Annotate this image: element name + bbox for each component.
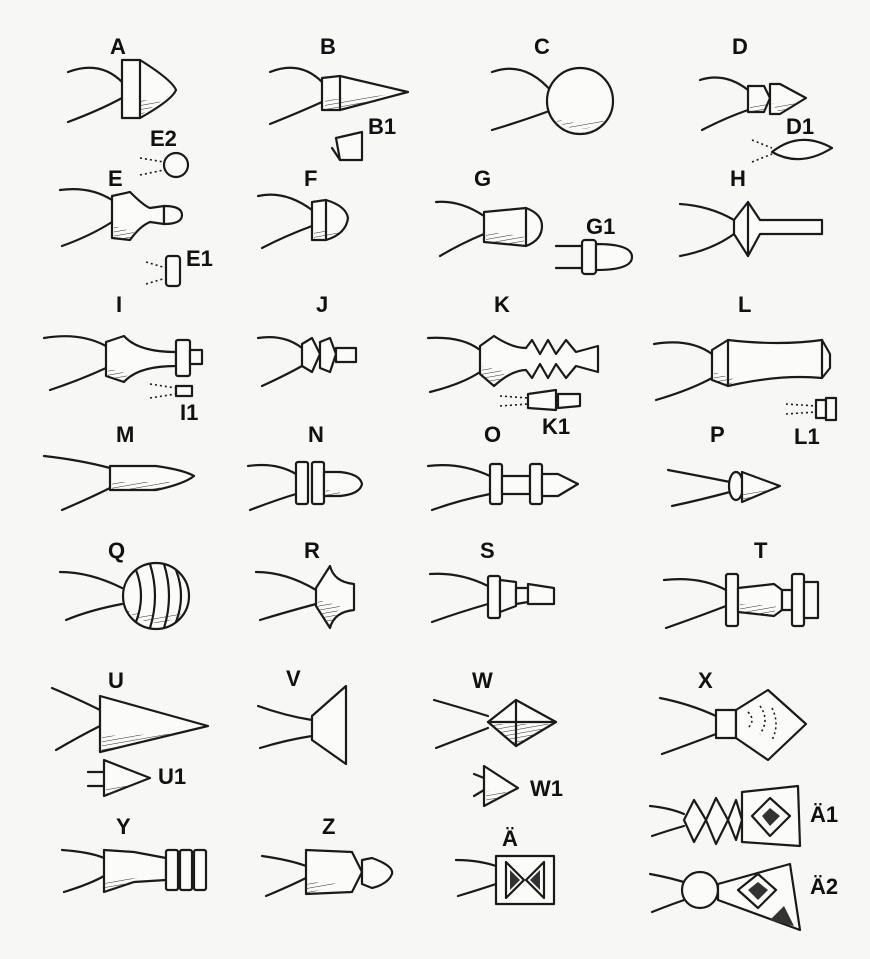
label-e1: E1 [186, 246, 213, 271]
label-g1: G1 [586, 214, 616, 239]
label-t: T [754, 538, 768, 563]
label-d1: D1 [786, 114, 815, 139]
label-c: C [534, 34, 550, 59]
shape-y [60, 848, 208, 894]
label-w: W [472, 668, 493, 693]
label-y: Y [116, 814, 131, 839]
label-f: F [304, 166, 318, 191]
label-u: U [108, 668, 124, 693]
shape-u1 [86, 758, 152, 798]
shape-n [246, 460, 364, 512]
shape-p [666, 468, 782, 508]
shape-t [662, 572, 820, 630]
label-ae: Ä [502, 826, 518, 851]
shape-ae2 [648, 862, 802, 932]
shape-g1 [554, 238, 634, 276]
label-r: R [304, 538, 320, 563]
label-k1: K1 [542, 414, 571, 439]
label-l: L [738, 292, 752, 317]
label-l1: L1 [794, 424, 820, 449]
shape-q [58, 561, 191, 631]
label-z: Z [322, 814, 336, 839]
label-d: D [732, 34, 748, 59]
label-o: O [484, 422, 502, 447]
shape-a [66, 58, 178, 124]
label-h: H [730, 166, 746, 191]
shape-e1 [145, 254, 182, 288]
label-b1: B1 [368, 114, 397, 139]
label-e2: E2 [150, 126, 177, 151]
shape-l1 [785, 396, 838, 422]
shape-h [678, 200, 824, 258]
shape-ae1 [648, 784, 802, 848]
shape-v [256, 684, 348, 766]
shape-w1 [472, 764, 520, 808]
label-p: P [710, 422, 725, 447]
label-ae2: Ä2 [810, 874, 839, 899]
label-q: Q [108, 538, 126, 563]
label-k: K [494, 292, 510, 317]
shape-d [698, 76, 808, 132]
label-i1: I1 [180, 400, 199, 425]
shape-x [658, 688, 808, 762]
label-v: V [286, 666, 301, 691]
shape-g [434, 200, 544, 258]
shape-j [256, 336, 358, 388]
label-w1: W1 [530, 776, 563, 801]
shape-z [260, 848, 394, 898]
shape-o [426, 462, 580, 512]
shape-l [652, 338, 832, 402]
shape-i [42, 334, 204, 392]
shape-s [428, 572, 556, 624]
label-g: G [474, 166, 492, 191]
shape-f [256, 193, 350, 250]
label-m: M [116, 422, 135, 447]
shape-w [432, 698, 558, 750]
shape-u [50, 686, 210, 754]
label-e: E [108, 166, 123, 191]
label-b: B [320, 34, 336, 59]
shape-b [268, 66, 410, 126]
shape-r [254, 564, 356, 630]
shape-c [490, 66, 615, 136]
label-a: A [110, 34, 126, 59]
shape-k [426, 334, 600, 394]
label-ae1: Ä1 [810, 802, 839, 827]
shape-d1 [751, 138, 834, 163]
shape-m [42, 454, 196, 512]
label-s: S [480, 538, 495, 563]
shape-ae [454, 854, 556, 906]
label-j: J [316, 292, 329, 317]
label-i: I [116, 292, 123, 317]
shape-e [58, 188, 184, 248]
shape-b1 [330, 130, 364, 162]
shape-i1 [149, 383, 194, 399]
shape-e2 [139, 151, 190, 179]
label-n: N [308, 422, 324, 447]
label-x: X [698, 668, 713, 693]
label-u1: U1 [158, 764, 187, 789]
shape-k1 [499, 388, 582, 412]
